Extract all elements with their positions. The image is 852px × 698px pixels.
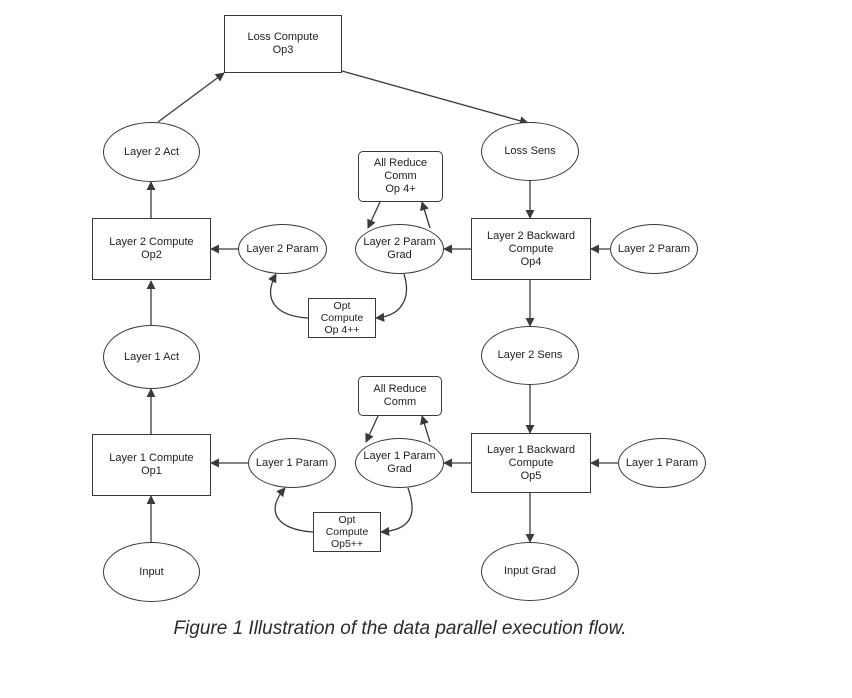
layer2-backward-line3: Op4 [520, 255, 542, 268]
layer1-compute-box: Layer 1 Compute Op1 [92, 434, 211, 496]
edge-layer2-grad-to-opt-top [375, 273, 408, 322]
layer2-param-grad-node: Layer 2 Param Grad [355, 224, 444, 274]
layer1-param-grad-line2: Grad [387, 463, 412, 475]
opt-compute-bottom-box: Opt Compute Op5++ [313, 512, 381, 552]
layer2-param-grad-line1: Layer 2 Param [363, 236, 436, 248]
edge-layer2-act-to-loss-compute [157, 72, 225, 123]
edge-layer1-grad-to-allreduce-bottom [420, 415, 431, 443]
edge-allreduce-top-to-layer2-grad [367, 201, 381, 229]
layer2-backward-line1: Layer 2 Backward [486, 229, 576, 242]
allreduce-bottom-line1: All Reduce [373, 383, 427, 395]
layer2-param-right-label: Layer 2 Param [617, 242, 691, 255]
layer1-backward-line3: Op5 [520, 469, 542, 482]
input-node: Input [103, 542, 200, 602]
layer2-sens-node: Layer 2 Sens [481, 326, 579, 385]
layer2-compute-op: Op2 [141, 249, 162, 261]
layer2-compute-box: Layer 2 Compute Op2 [92, 218, 211, 280]
layer1-backward-line1: Layer 1 Backward [486, 443, 576, 456]
input-label: Input [139, 565, 164, 578]
layer1-param-right-label: Layer 1 Param [625, 456, 699, 469]
allreduce-top-line3: Op 4+ [385, 183, 416, 195]
layer1-param-left-label: Layer 1 Param [255, 456, 329, 469]
layer2-param-grad-line2: Grad [387, 249, 412, 261]
layer2-param-left-label: Layer 2 Param [246, 242, 319, 255]
layer2-backward-box: Layer 2 Backward Compute Op4 [471, 218, 591, 280]
layer2-backward-line2: Compute [508, 242, 554, 255]
layer1-act-label: Layer 1 Act [123, 350, 180, 363]
opt-compute-top-line2: Compute [320, 312, 364, 324]
allreduce-bottom-box: All Reduce Comm [358, 376, 442, 416]
edge-layer2-grad-to-allreduce-top [420, 201, 431, 229]
edge-loss-compute-to-loss-sens [341, 70, 529, 126]
allreduce-top-line2: Comm [384, 170, 417, 182]
layer2-compute-label: Layer 2 Compute [109, 236, 194, 248]
opt-compute-top-line1: Opt [333, 300, 351, 312]
loss-compute-op: Op3 [272, 44, 294, 56]
layer1-compute-label: Layer 1 Compute [109, 452, 194, 464]
input-grad-label: Input Grad [504, 565, 556, 577]
edge-opt-top-to-layer2-param [268, 273, 309, 319]
input-grad-node: Input Grad [481, 542, 579, 601]
edge-allreduce-bottom-to-layer1-grad [365, 415, 379, 443]
layer2-act-label: Layer 2 Act [123, 145, 180, 158]
layer1-compute-op: Op1 [141, 465, 162, 477]
opt-compute-bottom-line3: Op5++ [330, 538, 364, 550]
layer1-param-grad-node: Layer 1 Param Grad [355, 438, 444, 488]
layer1-act-node: Layer 1 Act [103, 325, 200, 389]
allreduce-top-line1: All Reduce [373, 157, 428, 169]
loss-sens-node: Loss Sens [481, 122, 579, 181]
opt-compute-bottom-line1: Opt [338, 514, 356, 526]
layer1-backward-box: Layer 1 Backward Compute Op5 [471, 433, 591, 493]
layer1-param-left-node: Layer 1 Param [248, 438, 336, 488]
opt-compute-bottom-line2: Compute [325, 526, 369, 538]
loss-sens-label: Loss Sens [504, 145, 556, 157]
layer1-param-right-node: Layer 1 Param [618, 438, 706, 488]
loss-compute-box: Loss Compute Op3 [224, 15, 342, 73]
opt-compute-top-line3: Op 4++ [324, 324, 360, 336]
edge-layer1-grad-to-opt-bottom [380, 487, 413, 536]
layer2-sens-label: Layer 2 Sens [497, 349, 563, 361]
layer1-param-grad-line1: Layer 1 Param [363, 450, 436, 462]
allreduce-bottom-line2: Comm [383, 396, 417, 408]
layer2-param-right-node: Layer 2 Param [610, 224, 698, 274]
edge-opt-bottom-to-layer1-param [274, 487, 314, 533]
loss-compute-label: Loss Compute [247, 31, 319, 43]
layer2-act-node: Layer 2 Act [103, 122, 200, 182]
figure-caption: Figure 1 Illustration of the data parall… [173, 618, 627, 639]
layer1-backward-line2: Compute [508, 456, 554, 469]
allreduce-top-box: All Reduce Comm Op 4+ [358, 151, 443, 202]
layer2-param-left-node: Layer 2 Param [238, 224, 327, 274]
opt-compute-top-box: Opt Compute Op 4++ [308, 298, 376, 338]
